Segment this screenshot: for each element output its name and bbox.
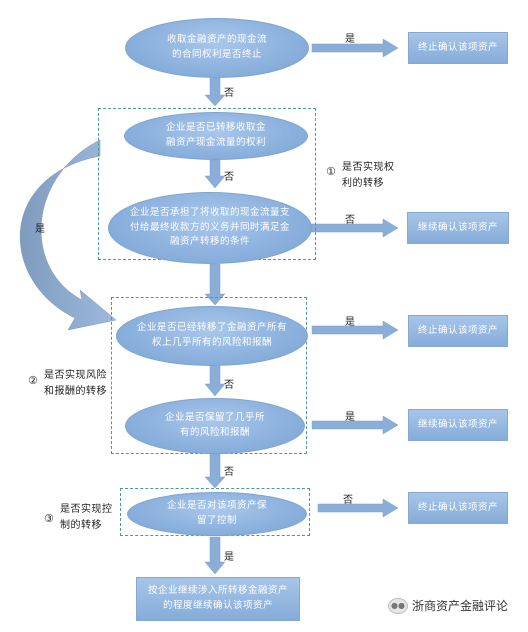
arrow-down-6 [204,536,226,575]
node-pass-through: 企业是否承担了将收取的现金流量支 付给最终收款方的义务并同时满足金 融资产转移的… [108,192,312,264]
arrow-down-5 [204,453,226,489]
node-contract-end: 收取金融资产的现金流 的合同权利是否终止 [125,18,309,78]
arrow-down-1 [204,77,226,107]
arrow-right-4 [311,415,399,435]
node-retain-control: 企业是否对该项资产保 留了控制 [127,492,307,536]
side-note-rights-transfer: 是否实现权 利的转移 [342,162,395,189]
result-derecognize-1: 终止确认该项资产 [408,32,508,64]
arrow-right-3 [311,320,399,340]
watermark: ●● 浙商资产金融评论 [388,597,508,614]
arrow-right-5 [317,498,399,518]
result-continue-1: 继续确认该项资产 [407,212,509,244]
curved-arrow-yes [20,139,117,331]
watermark-text: 浙商资产金融评论 [412,599,509,613]
arrow-down-2 [204,159,226,189]
edge-label-no: 否 [224,88,235,99]
side-note-risk-transfer: 是否实现风险 和报酬的转移 [44,370,107,397]
node-transfer-right: 企业是否已转移收取金 融资产现金流量的权利 [124,112,308,160]
edge-label-no: 否 [224,172,235,183]
result-continuing-involvement: 按企业继续涉入所转移金融资产 的程度继续确认该项资产 [136,577,300,621]
edge-label-yes: 是 [224,552,235,563]
edge-label-no: 否 [224,380,235,391]
side-note-number-1: ① [326,165,337,178]
wechat-logo-icon: ●● [388,597,408,614]
result-derecognize-3: 终止确认该项资产 [408,492,508,524]
node-transfer-risk: 企业是否已经转移了金融资产所有 权上几乎所有的风险和报酬 [116,306,308,366]
edge-label-yes: 是 [345,412,356,423]
edge-label-no: 否 [345,215,356,226]
result-continue-2: 继续确认该项资产 [408,409,508,441]
edge-label-no: 否 [343,495,354,506]
arrow-right-1 [311,38,399,58]
edge-label-no: 否 [224,467,235,478]
edge-label-yes: 是 [35,224,46,235]
side-note-number-2: ② [28,374,39,387]
node-retain-risk: 企业是否保留了几乎所 有的风险和报酬 [125,398,305,454]
arrow-down-3 [204,263,226,306]
arrow-right-2 [309,218,399,238]
side-note-number-3: ③ [44,512,55,525]
result-derecognize-2: 终止确认该项资产 [408,315,508,347]
edge-label-yes: 是 [345,34,356,45]
arrow-down-4 [204,364,226,397]
edge-label-yes: 是 [345,317,356,328]
side-note-control-transfer: 是否实现控 制的转移 [60,504,113,531]
